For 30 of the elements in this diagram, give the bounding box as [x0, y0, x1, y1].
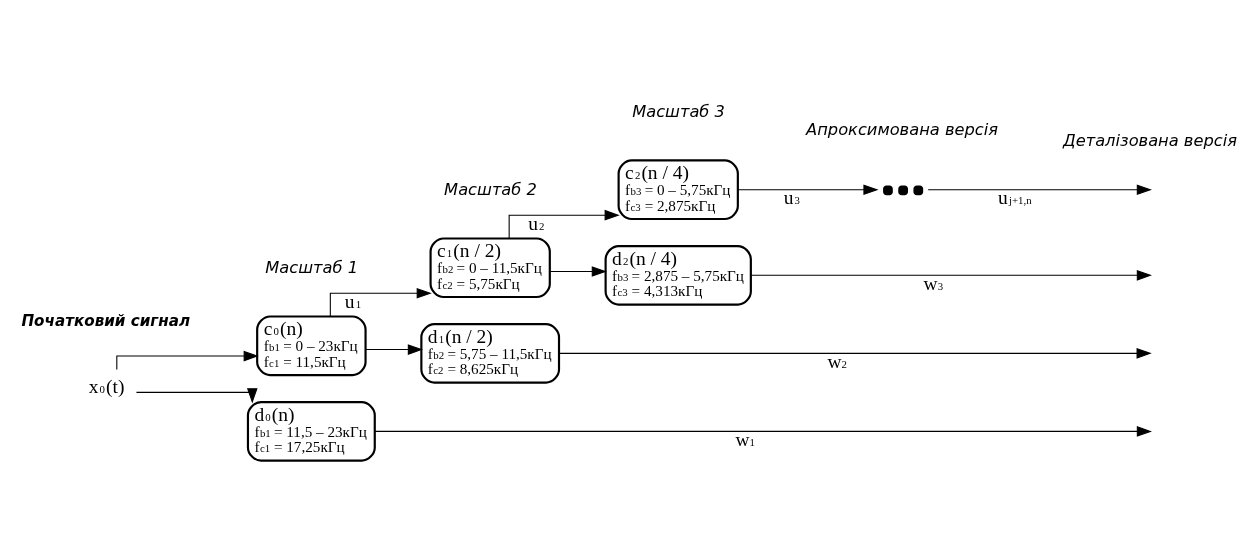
label: Деталізована версія	[1062, 130, 1237, 150]
arrow	[135, 388, 258, 404]
arrow	[737, 184, 879, 196]
label: Масштаб 2	[444, 179, 537, 199]
arrow	[549, 266, 607, 277]
node-box: d2(n / 4) fb3 = 2,875 – 5,75кГц fc3 = 4,313кГц	[604, 245, 752, 306]
edge-label: u3	[783, 187, 800, 209]
arrow	[927, 184, 1152, 196]
arrow	[750, 270, 1152, 281]
arrow	[508, 209, 620, 239]
node-box: d0(n) fb1 = 11,5 – 23кГц fc1 = 17,25кГц	[246, 401, 376, 462]
node-box: c2(n / 4) fb3 = 0 – 5,75кГц fc3 = 2,875кГц	[617, 159, 739, 221]
edge-label: u1	[344, 290, 362, 312]
label: Апроксимована версія	[806, 119, 999, 139]
node-label: Початковий сигнал	[21, 311, 191, 330]
edge-label: u2	[528, 212, 545, 234]
node-box: c0(n) fb1 = 0 – 23кГц fc1 = 11,5кГц	[256, 315, 367, 377]
label: Масштаб 3	[632, 101, 725, 121]
edge-label: uj+1,n	[998, 187, 1032, 209]
arrow	[329, 287, 432, 317]
edge-label: w3	[923, 272, 944, 294]
node-box: d1(n / 2) fb2 = 5,75 – 11,5кГц fc2 = 8,625кГц	[420, 323, 561, 384]
edge-label: w1	[735, 428, 755, 450]
arrow	[374, 426, 1152, 437]
arrow	[365, 344, 423, 355]
node-box: c1(n / 2) fb2 = 0 – 11,5кГц fc2 = 5,75кГц	[429, 237, 551, 299]
label: Масштаб 1	[265, 257, 359, 277]
node-text: x0(t)	[88, 375, 125, 397]
edge-label: w2	[827, 350, 847, 372]
arrow	[558, 348, 1152, 359]
